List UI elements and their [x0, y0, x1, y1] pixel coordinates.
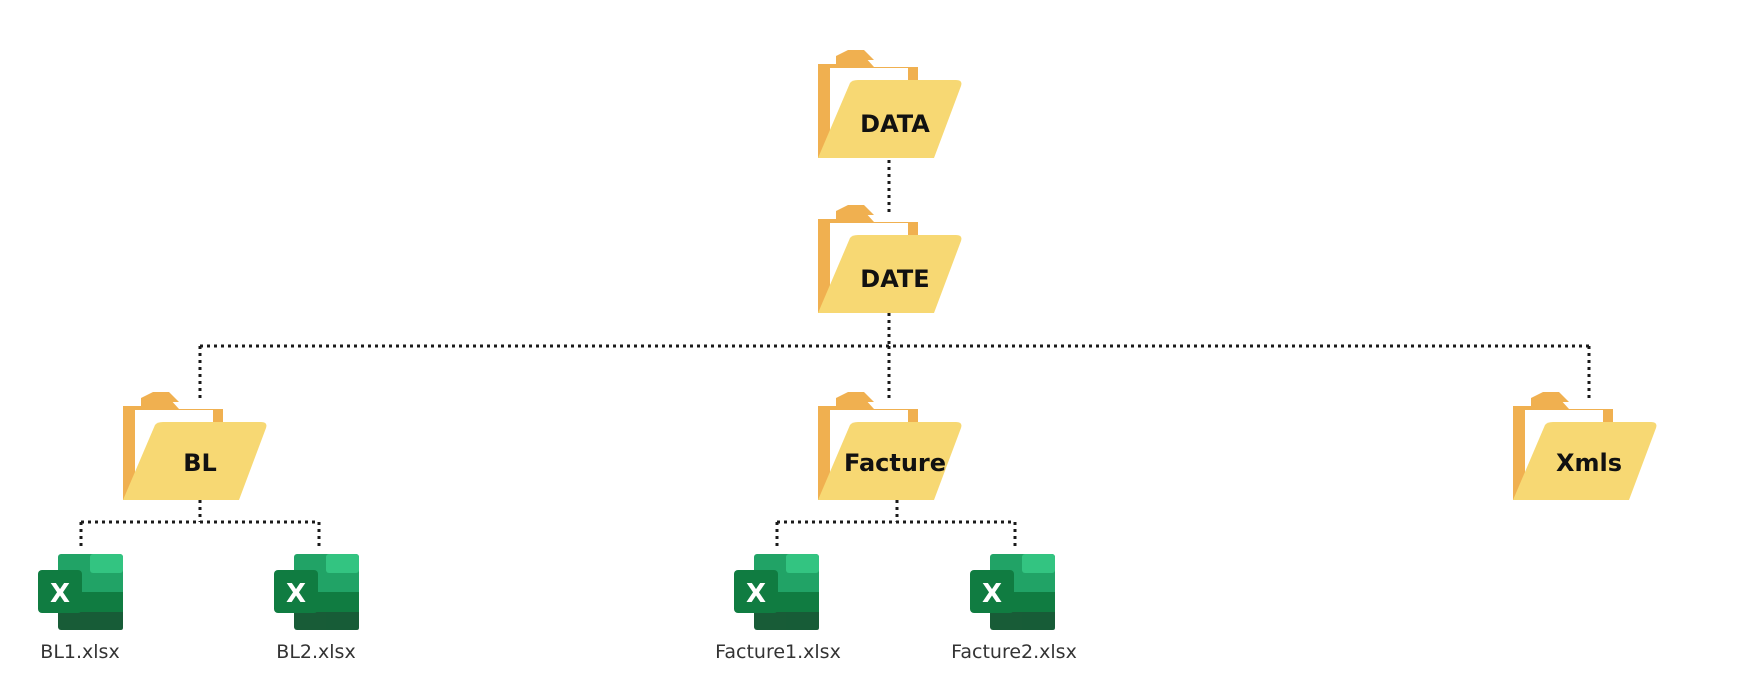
folder-facture[interactable]: Facture [818, 392, 962, 500]
file-label-facture2: Facture2.xlsx [951, 641, 1077, 663]
excel-glyph: X [746, 579, 766, 609]
folder-label-data: DATA [860, 110, 930, 138]
excel-glyph: X [982, 579, 1002, 609]
folder-date[interactable]: DATE [818, 205, 962, 313]
file-label-facture1: Facture1.xlsx [715, 641, 841, 663]
folder-label-facture: Facture [844, 449, 946, 477]
file-facture2[interactable]: X Facture2.xlsx [951, 554, 1077, 663]
folder-data[interactable]: DATA [818, 50, 962, 158]
file-bl2[interactable]: X BL2.xlsx [274, 554, 359, 663]
folder-icon [818, 50, 962, 158]
folder-icon [818, 205, 962, 313]
excel-glyph: X [286, 579, 306, 609]
file-label-bl2: BL2.xlsx [276, 641, 355, 663]
folder-xmls[interactable]: Xmls [1513, 392, 1657, 500]
excel-glyph: X [50, 579, 70, 609]
folder-icon [1513, 392, 1657, 500]
folder-icon [123, 392, 267, 500]
file-bl1[interactable]: X BL1.xlsx [38, 554, 123, 663]
folder-bl[interactable]: BL [123, 392, 267, 500]
folder-label-date: DATE [860, 265, 929, 293]
file-label-bl1: BL1.xlsx [40, 641, 119, 663]
file-facture1[interactable]: X Facture1.xlsx [715, 554, 841, 663]
folder-label-bl: BL [183, 449, 217, 477]
folder-icon [818, 392, 962, 500]
folder-label-xmls: Xmls [1556, 449, 1622, 477]
connector-lines [79, 160, 1591, 550]
